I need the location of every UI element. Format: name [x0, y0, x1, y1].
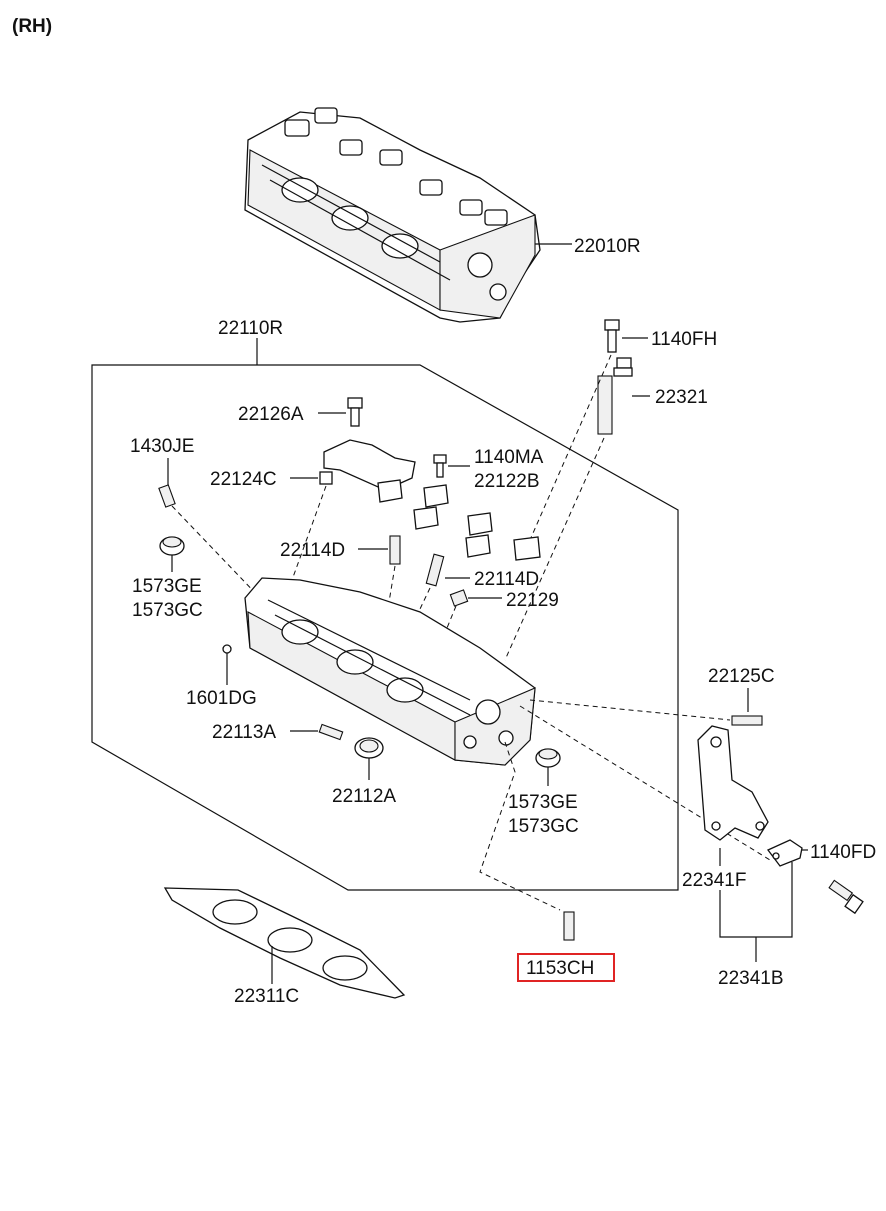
guide-line [439, 605, 457, 646]
highlight-box-1153CH [517, 953, 615, 982]
bolt-22126A-illustration [347, 397, 363, 427]
stud-guide-line [479, 741, 561, 911]
bolt-1140MA-illustration [433, 454, 447, 478]
label-22129: 22129 [506, 590, 559, 611]
pin-22113A-illustration [318, 723, 344, 741]
cylinder-head-assembly-illustration [244, 107, 541, 323]
label-22341F: 22341F [682, 870, 746, 891]
label-1601DG: 1601DG [186, 688, 257, 709]
label-22126A: 22126A [238, 404, 304, 425]
label-22321: 22321 [655, 387, 708, 408]
bolt-1140FH-illustration [604, 319, 620, 353]
stud-guide-line [519, 705, 771, 861]
side-indicator: (RH) [12, 16, 52, 37]
dowel-1601DG-illustration [222, 644, 232, 654]
bracket-plate-illustration [766, 839, 803, 867]
head-gasket-22311C-illustration [163, 887, 406, 999]
cap-guide-line [291, 485, 327, 581]
bearing-caps-illustration [377, 479, 541, 561]
label-22113A: 22113A [212, 722, 276, 743]
label-22112A: 22112A [332, 786, 396, 807]
bolt-1140FD-illustration [828, 879, 864, 915]
bolt-guide-line [529, 354, 612, 541]
pin-1430JE-illustration [158, 484, 176, 508]
label-1573GC-a: 1573GC [132, 600, 203, 621]
stud-guide-line [529, 699, 731, 721]
guide-22114D-lower-illustration [425, 553, 445, 587]
label-22311C: 22311C [234, 986, 299, 1007]
label-22010R: 22010R [574, 236, 641, 257]
seal-22112A-illustration [354, 737, 384, 759]
bracket-22341F-illustration [697, 725, 769, 841]
seal-22129-illustration [449, 589, 469, 607]
label-22122B: 22122B [474, 471, 540, 492]
plug-1573GE-left-illustration [159, 536, 185, 556]
label-1140FH: 1140FH [651, 329, 717, 350]
label-1573GC-b: 1573GC [508, 816, 579, 837]
label-1430JE: 1430JE [130, 436, 194, 457]
assembly-frame-22110R [91, 364, 679, 891]
label-22110R: 22110R [218, 318, 283, 339]
cylinder-head-illustration [244, 577, 536, 766]
plug-1573GE-right-illustration [535, 748, 561, 768]
label-22124C: 22124C [210, 469, 277, 490]
pin-guide-line [171, 505, 263, 601]
label-1573GE-a: 1573GE [132, 576, 202, 597]
label-22114D-a: 22114D [280, 540, 345, 561]
label-1140FD: 1140FD [810, 842, 876, 863]
cam-cap-22124C-illustration [319, 439, 416, 491]
label-1573GE-b: 1573GE [508, 792, 578, 813]
stud-22125C-illustration [731, 715, 763, 726]
bolt-22321-illustration [597, 357, 633, 435]
label-22341B: 22341B [718, 968, 784, 989]
guide-line [387, 565, 396, 609]
label-22125C: 22125C [708, 666, 775, 687]
label-1140MA: 1140MA [474, 447, 544, 468]
guide-22114D-upper-illustration [389, 535, 401, 565]
stud-1153CH-illustration [563, 911, 575, 941]
bolt-guide-line [504, 437, 605, 661]
label-22114D-b: 22114D [474, 569, 539, 590]
label-1153CH: 1153CH [526, 958, 594, 979]
